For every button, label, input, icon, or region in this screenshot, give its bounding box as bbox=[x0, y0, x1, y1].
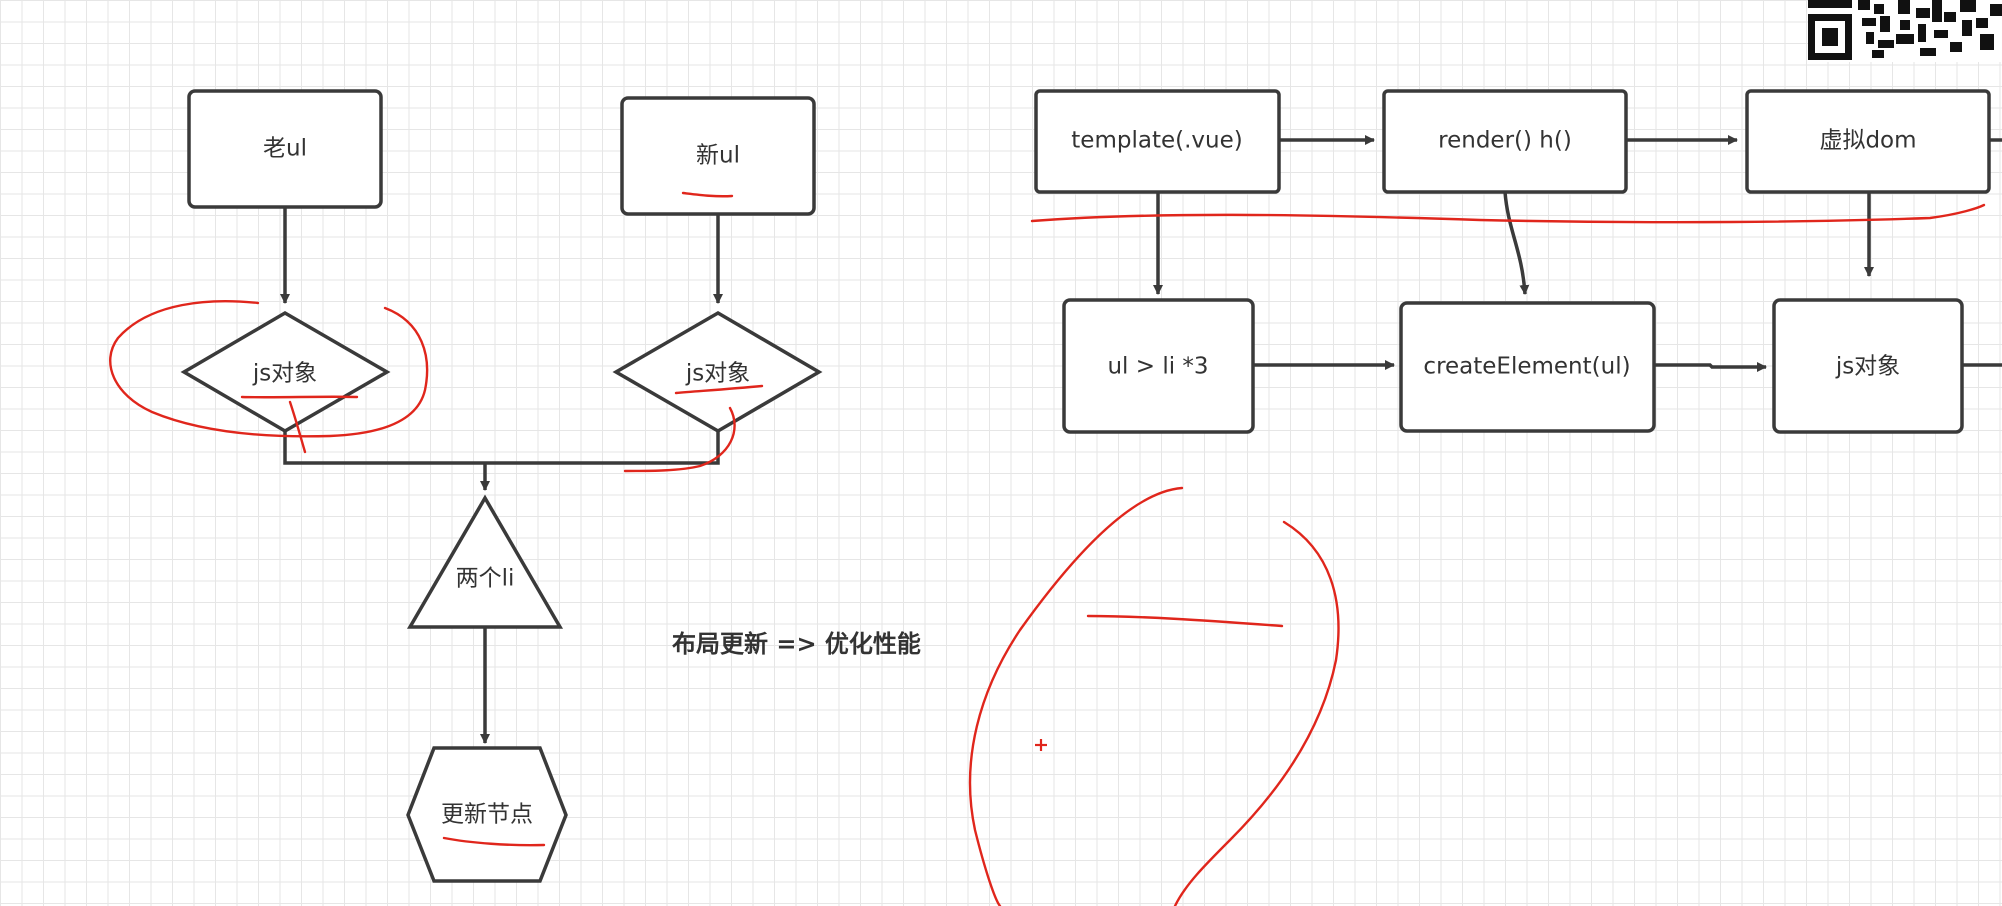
node-create-element-label: createElement(ul) bbox=[1423, 354, 1630, 380]
node-js-object-left-label: js对象 bbox=[252, 361, 317, 387]
node-virtual-dom-label: 虚拟dom bbox=[1819, 128, 1916, 154]
node-js-object-right-label: js对象 bbox=[685, 361, 750, 387]
node-two-li: 两个li bbox=[406, 494, 564, 629]
node-two-li-label: 两个li bbox=[456, 566, 515, 592]
ink-curl-right-js bbox=[623, 406, 736, 473]
node-update-node-label: 更新节点 bbox=[441, 802, 533, 828]
ink-underline-left-js bbox=[240, 395, 359, 399]
crosshair-cursor-icon bbox=[1035, 739, 1047, 751]
edge-render-to-create-element bbox=[1503, 191, 1530, 295]
node-js-object-left: js对象 bbox=[180, 310, 391, 434]
node-js-object-label: js对象 bbox=[1835, 354, 1900, 380]
node-update-node: 更新节点 bbox=[406, 746, 568, 883]
node-js-object: js对象 bbox=[1772, 298, 1964, 434]
node-ul-li-label: ul > li *3 bbox=[1107, 354, 1208, 380]
node-new-ul: 新ul bbox=[620, 96, 816, 216]
node-ul-li: ul > li *3 bbox=[1062, 298, 1255, 434]
right-flow-edges bbox=[1153, 135, 2002, 372]
ink-underline-new-ul bbox=[681, 191, 734, 198]
edge-left-js-merge bbox=[283, 431, 720, 465]
ink-large-oval bbox=[968, 486, 1184, 906]
ink-underline-right-js bbox=[674, 384, 764, 395]
ink-underline-update-node bbox=[442, 836, 546, 847]
node-template: template(.vue) bbox=[1034, 89, 1281, 194]
red-annotations bbox=[109, 191, 1986, 906]
ink-tick-left-js bbox=[288, 400, 307, 454]
ink-large-oval-right bbox=[1173, 520, 1340, 906]
node-virtual-dom: 虚拟dom bbox=[1745, 89, 1991, 194]
note-layout-update: 布局更新 => 优化性能 bbox=[672, 630, 921, 658]
ink-circle-left-js bbox=[109, 300, 429, 438]
node-old-ul-label: 老ul bbox=[263, 136, 307, 162]
left-flow-edges bbox=[280, 207, 723, 744]
ink-dash-in-oval bbox=[1086, 614, 1284, 628]
node-new-ul-label: 新ul bbox=[696, 143, 740, 169]
node-create-element: createElement(ul) bbox=[1399, 301, 1656, 433]
node-js-object-right: js对象 bbox=[612, 310, 823, 434]
edge-create-element-to-js-object bbox=[1654, 362, 1767, 372]
node-render-label: render() h() bbox=[1438, 128, 1572, 154]
node-template-label: template(.vue) bbox=[1071, 128, 1242, 154]
ink-underline-right-flow bbox=[1030, 203, 1986, 224]
node-old-ul: 老ul bbox=[187, 89, 383, 209]
node-render: render() h() bbox=[1382, 89, 1628, 194]
qr-code-icon bbox=[1808, 0, 2002, 62]
